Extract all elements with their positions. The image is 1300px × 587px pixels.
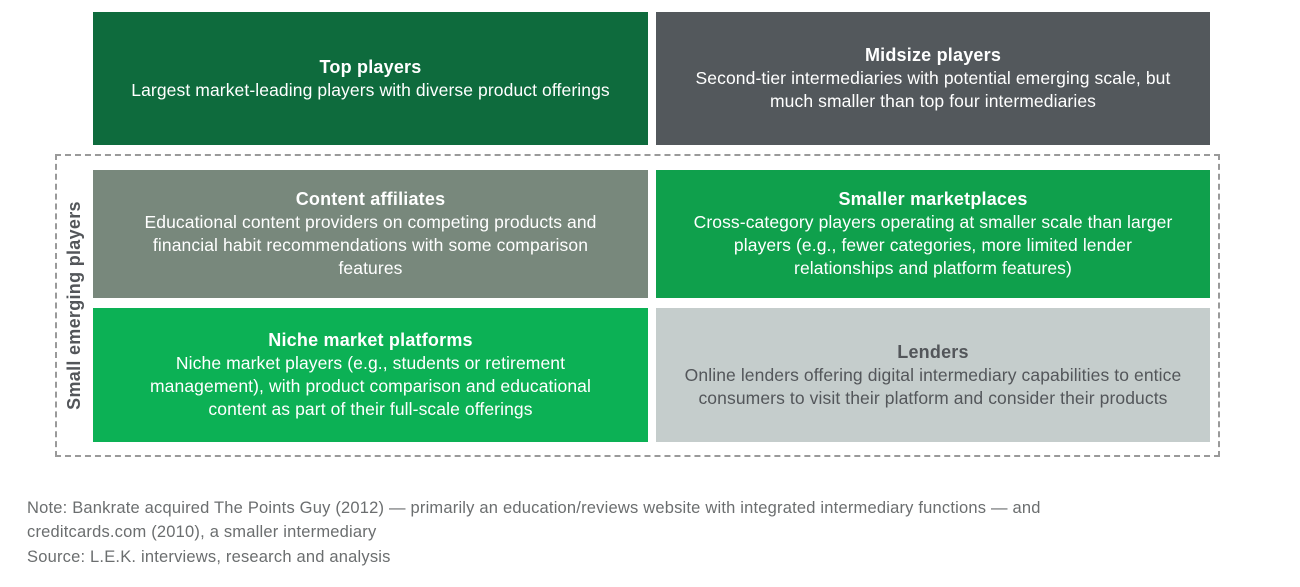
box-content-affiliates-title: Content affiliates [295, 189, 446, 210]
box-niche-market-platforms-body: Niche market players (e.g., students or … [149, 353, 591, 419]
box-smaller-marketplaces: Smaller marketplaces Cross-category play… [656, 170, 1210, 298]
box-midsize-players: Midsize players Second-tier intermediari… [656, 12, 1210, 145]
box-lenders-body: Online lenders offering digital intermed… [684, 364, 1182, 408]
box-top-players-body: Largest market-leading players with dive… [131, 79, 610, 100]
box-midsize-players-body: Second-tier intermediaries with potentia… [695, 68, 1171, 112]
box-niche-market-platforms-title: Niche market platforms [268, 330, 473, 351]
box-lenders: Lenders Online lenders offering digital … [656, 308, 1210, 442]
box-content-affiliates-body: Educational content providers on competi… [144, 212, 597, 278]
box-midsize-players-title: Midsize players [864, 45, 1002, 66]
box-smaller-marketplaces-body: Cross-category players operating at smal… [693, 212, 1173, 278]
group-label-wrap: Small emerging players [55, 154, 93, 457]
note-line-1: Note: Bankrate acquired The Points Guy (… [27, 499, 1041, 517]
small-emerging-players-label: Small emerging players [63, 201, 84, 410]
box-top-players: Top players Largest market-leading playe… [93, 12, 648, 145]
box-smaller-marketplaces-title: Smaller marketplaces [838, 189, 1028, 210]
box-top-players-title: Top players [319, 56, 422, 77]
small-emerging-players-group-border [55, 154, 1220, 457]
box-niche-market-platforms: Niche market platforms Niche market play… [93, 308, 648, 442]
box-content-affiliates: Content affiliates Educational content p… [93, 170, 648, 298]
note-line-2: creditcards.com (2010), a smaller interm… [27, 523, 377, 542]
box-lenders-title: Lenders [897, 341, 969, 362]
footer-notes: Note: Bankrate acquired The Points Guy (… [27, 496, 1267, 569]
source-line: Source: L.E.K. interviews, research and … [27, 547, 391, 566]
